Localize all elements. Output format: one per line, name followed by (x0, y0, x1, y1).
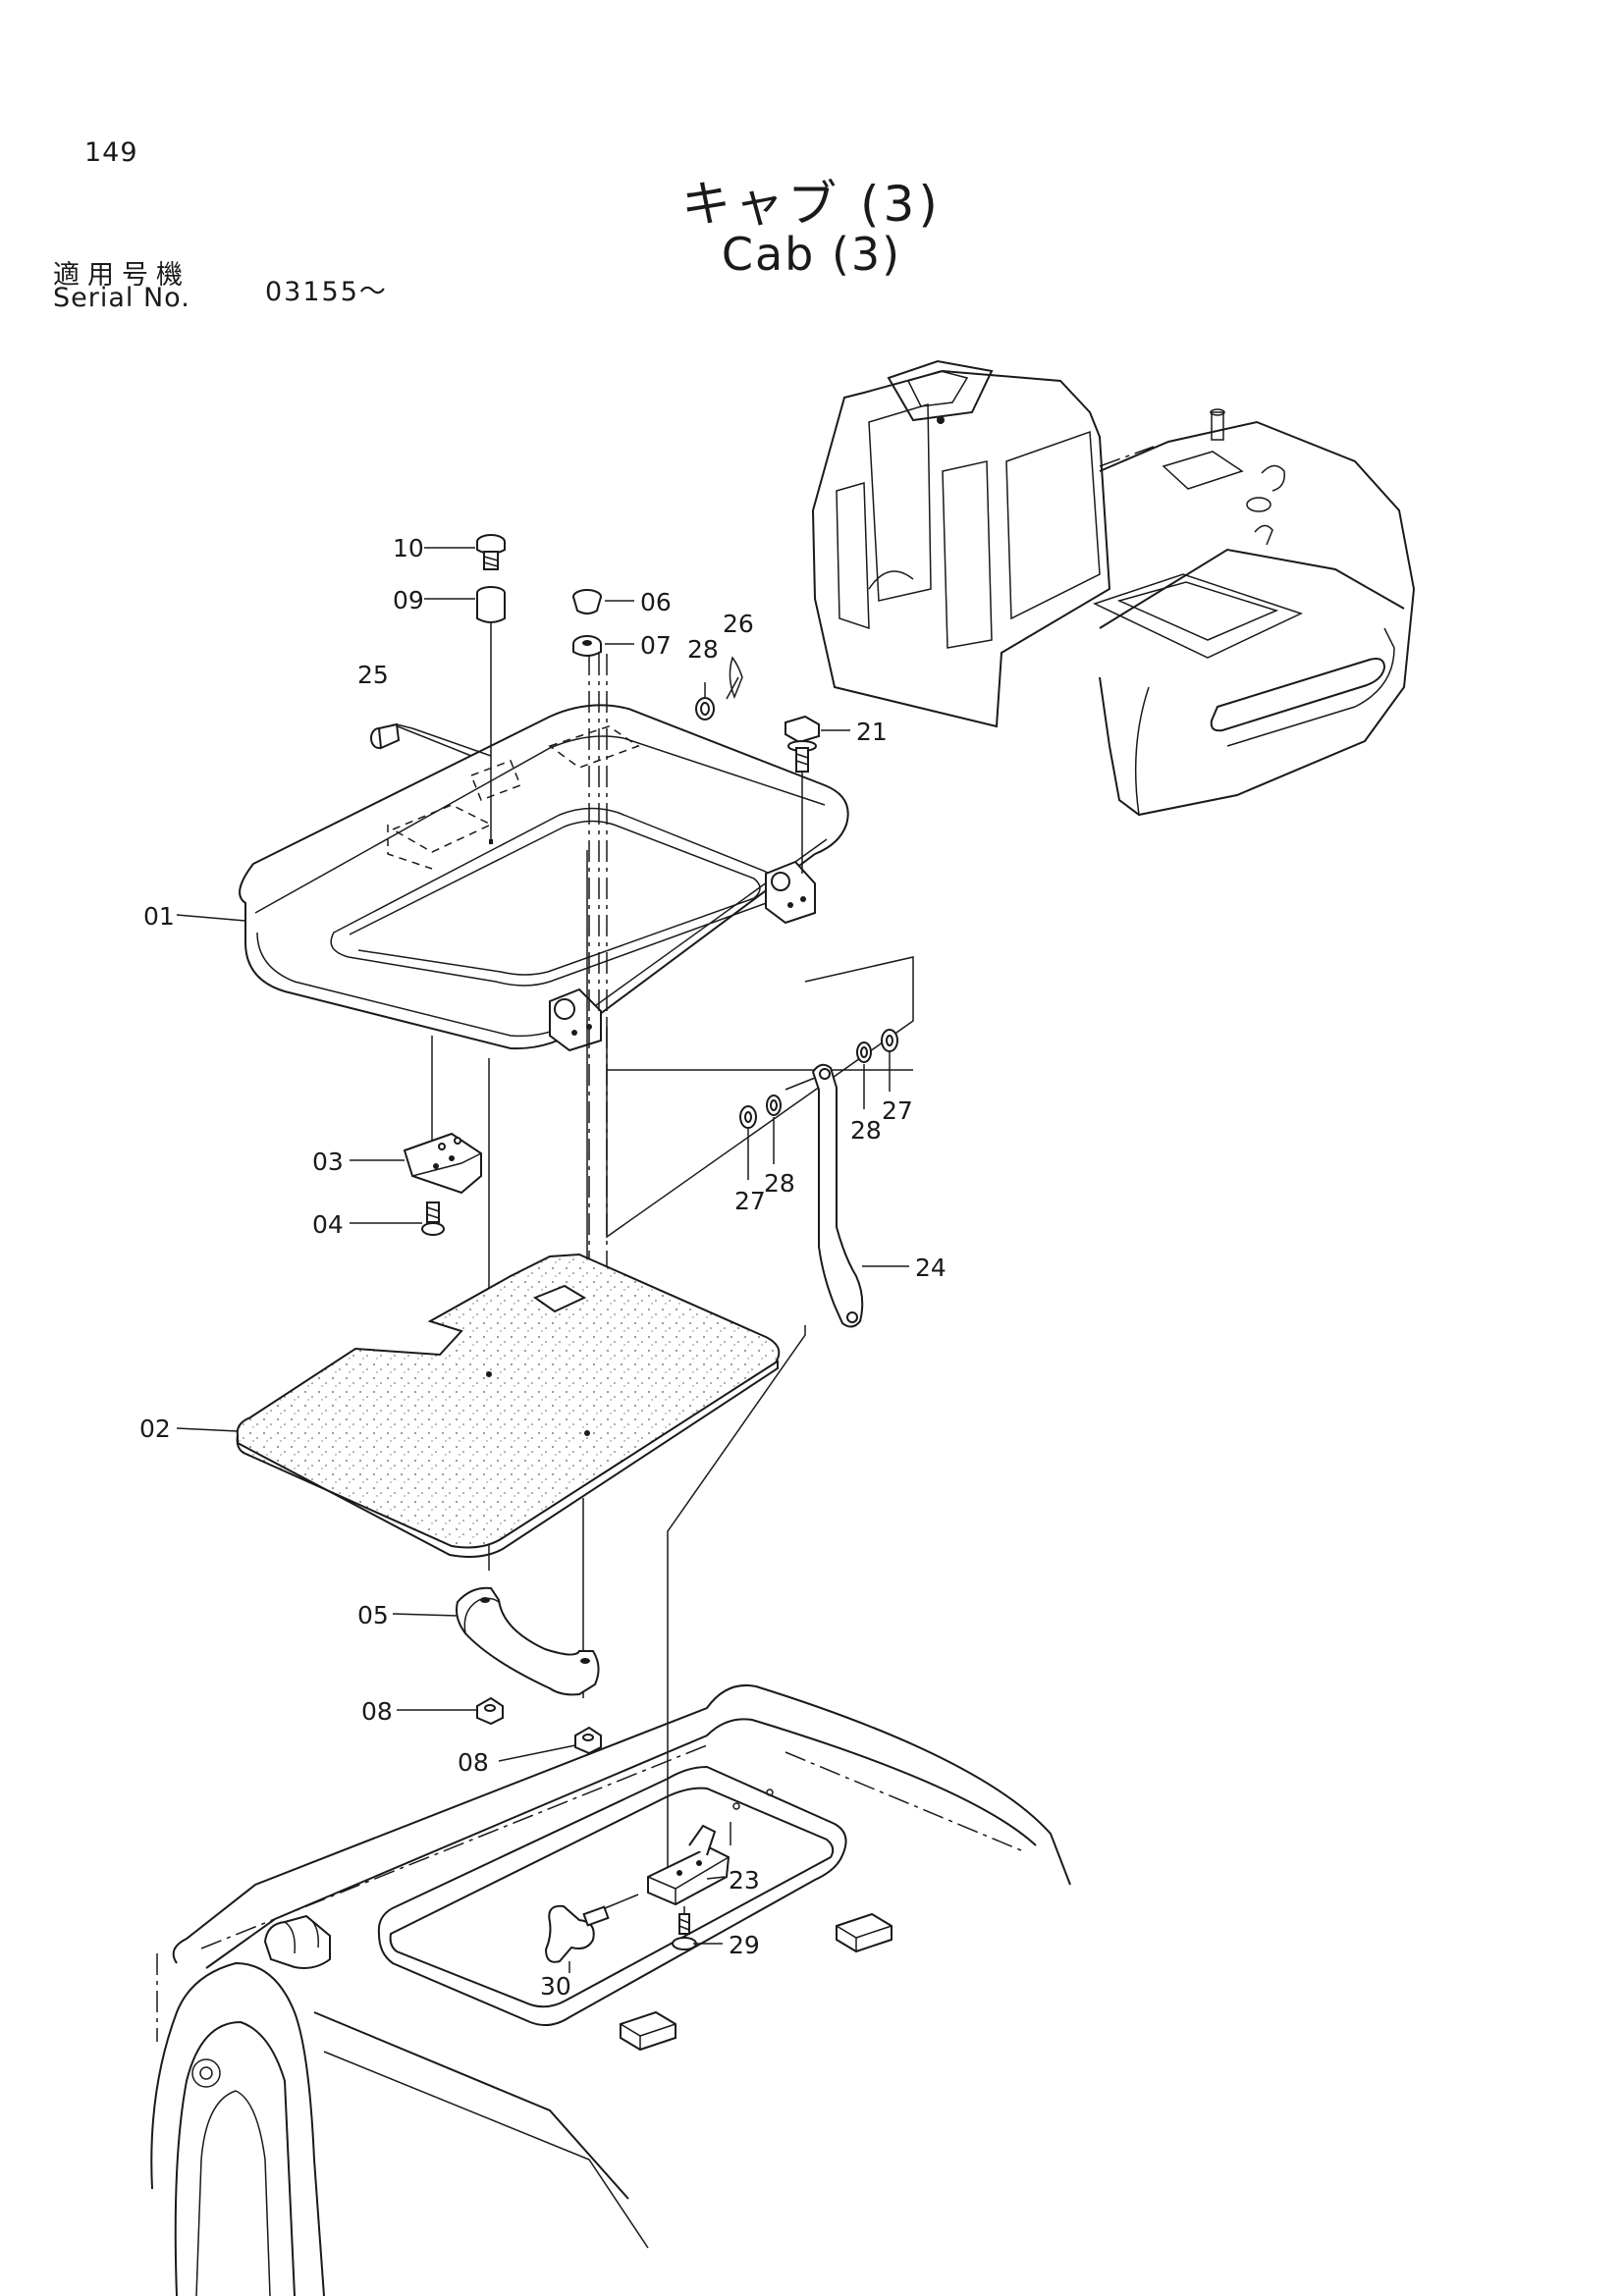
part-06-cap (572, 589, 602, 614)
part-10-bolt (476, 534, 506, 570)
serial-label-english: Serial No. (53, 283, 190, 313)
roof-hatch-01 (239, 704, 849, 1052)
part-28-washer-right (856, 1041, 872, 1109)
callout-08-left: 08 (361, 1697, 393, 1726)
callout-02: 02 (139, 1415, 171, 1443)
part-30-knob (544, 1894, 639, 1963)
callout-01: 01 (143, 902, 175, 931)
part-02-seal (236, 1253, 781, 1558)
callout-05: 05 (357, 1601, 389, 1629)
callout-27-right: 27 (882, 1096, 913, 1125)
part-23-latch (647, 1822, 731, 1906)
part-29-screw (672, 1906, 697, 1950)
callout-23: 23 (729, 1866, 760, 1895)
part-27-washer-left (739, 1105, 757, 1180)
callout-07: 07 (640, 631, 672, 660)
callout-03: 03 (312, 1148, 344, 1176)
serial-label-japanese: 適用号機 (53, 260, 190, 291)
part-26-clip (726, 656, 743, 700)
page-title-japanese: キャブ (3) (681, 176, 942, 233)
callout-28-left: 28 (764, 1169, 795, 1198)
callout-09: 09 (393, 586, 424, 614)
serial-number-range: 03155～ (265, 277, 388, 307)
page-title-english: Cab (3) (721, 228, 902, 281)
callout-29: 29 (729, 1931, 760, 1959)
callout-06: 06 (640, 588, 672, 616)
callout-24: 24 (915, 1254, 947, 1282)
callout-28-right: 28 (850, 1116, 882, 1145)
cab-roof-frame (150, 1684, 1071, 2296)
part-05-handle (456, 1586, 600, 1696)
callout-21: 21 (856, 718, 888, 746)
callout-04: 04 (312, 1210, 344, 1239)
page-number: 149 (84, 137, 138, 168)
callout-30: 30 (540, 1972, 571, 2001)
part-08-nut-right (574, 1726, 602, 1755)
part-07-grommet (572, 635, 602, 657)
part-28-washer-top (695, 682, 715, 721)
part-03-bracket (403, 1132, 482, 1195)
excavator-overview-illustration (811, 359, 1416, 817)
part-21-bolt (784, 715, 820, 874)
part-28-washer-left (766, 1095, 782, 1164)
part-27-washer-right (881, 1029, 898, 1092)
callout-08-right: 08 (458, 1748, 489, 1777)
callout-10: 10 (393, 534, 424, 562)
hinge-right (765, 860, 816, 925)
part-08-nut-left (476, 1696, 504, 1726)
callout-27-left: 27 (734, 1187, 766, 1215)
part-04-screw (421, 1201, 445, 1236)
callout-26: 26 (723, 610, 754, 638)
leader-lines (176, 547, 909, 1973)
part-25-pin (370, 722, 492, 757)
callout-25: 25 (357, 661, 389, 689)
callout-labels: 10 09 06 07 28 26 25 21 01 03 04 27 28 2… (139, 534, 947, 2001)
callout-28-top: 28 (687, 635, 719, 664)
hinge-left (549, 988, 602, 1052)
part-24-stay (784, 1063, 864, 1328)
part-09-spacer (476, 586, 506, 623)
